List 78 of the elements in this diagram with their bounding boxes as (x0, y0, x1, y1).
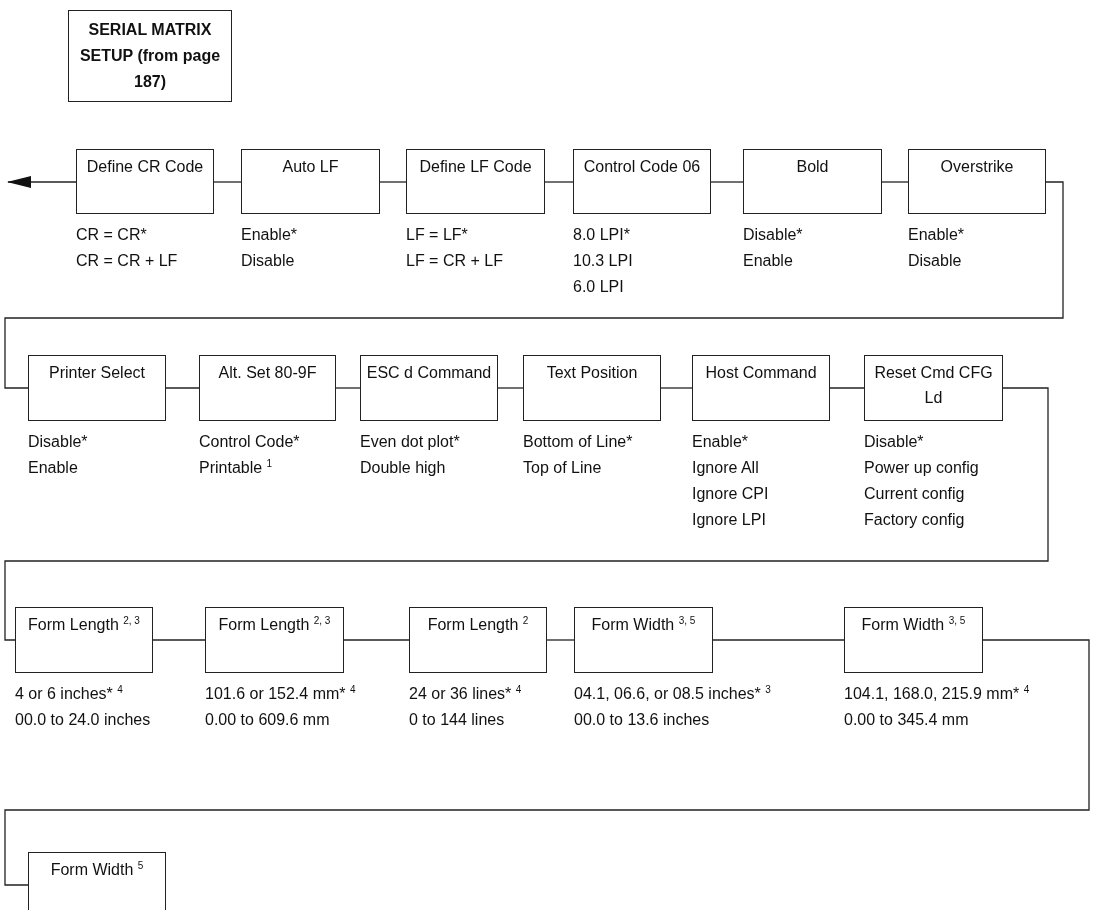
connector-line (710, 181, 744, 183)
option-text: 04.1, 06.6, or 08.5 inches* $^{3}$ (574, 683, 771, 704)
box-label: Form Length $^{2}$ (426, 614, 530, 635)
option-text: 10.3 LPI (573, 251, 633, 271)
connector-line (546, 639, 575, 641)
box-label: SERIAL MATRIX SETUP (from page 187) (78, 20, 222, 92)
connector-line (829, 387, 865, 389)
connector-line (712, 639, 845, 641)
option-text: LF = CR + LF (406, 251, 503, 271)
connector-line (213, 181, 242, 183)
option-text: Disable* (864, 432, 925, 452)
arrow (7, 176, 77, 188)
connector-line (4, 387, 1049, 641)
option-text: Bottom of Line* (523, 432, 633, 452)
option-text: Ignore CPI (692, 484, 769, 504)
box-label: Form Width $^{3, 5}$ (590, 614, 697, 635)
option-text: Disable (241, 251, 296, 271)
box-label: Form Width $^{3, 5}$ (860, 614, 967, 635)
option-text: Disable* (28, 432, 88, 452)
box-label: Text Position (545, 363, 639, 383)
menu-box (28, 852, 166, 910)
option-text: Enable* (908, 225, 965, 245)
option-text: 0 to 144 lines (409, 710, 506, 730)
option-text: 101.6 or 152.4 mm* $^{4}$ (205, 683, 356, 704)
option-text: Printable $^{1}$ (199, 457, 274, 478)
option-text: 8.0 LPI* (573, 225, 631, 245)
connector-line (152, 639, 206, 641)
box-label: Bold (795, 157, 830, 177)
connector-line (881, 181, 909, 183)
option-text: Enable (28, 458, 79, 478)
option-text: 00.0 to 13.6 inches (574, 710, 711, 730)
box-label: Reset Cmd CFG Ld (873, 363, 994, 408)
box-label: Auto LF (281, 157, 340, 177)
box-label: Form Length $^{2, 3}$ (27, 614, 141, 635)
box-label: Form Length $^{2, 3}$ (217, 614, 332, 635)
box-label: Form Width $^{5}$ (49, 859, 145, 880)
connector-line (343, 639, 410, 641)
option-text: CR = CR + LF (76, 251, 178, 271)
box-label: Printer Select (47, 363, 146, 383)
option-text: LF = LF* (406, 225, 469, 245)
box-label: Define LF Code (418, 157, 533, 177)
option-text: 24 or 36 lines* $^{4}$ (409, 683, 522, 704)
option-text: Ignore LPI (692, 510, 767, 530)
option-text: Enable (743, 251, 794, 271)
option-text: CR = CR* (76, 225, 148, 245)
box-label: Alt. Set 80-9F (217, 363, 318, 383)
box-label: ESC d Command (365, 363, 493, 383)
option-text: Current config (864, 484, 966, 504)
option-text: Enable* (692, 432, 750, 452)
box-label: Overstrike (939, 157, 1015, 177)
connector-line (4, 639, 1090, 886)
connector-line (544, 181, 574, 183)
box-label: Control Code 06 (582, 157, 702, 177)
option-text: 0.00 to 345.4 mm (844, 710, 970, 730)
connector-line (165, 387, 200, 389)
option-text: Disable* (743, 225, 803, 245)
connector-line (379, 181, 407, 183)
option-text: Power up config (864, 458, 979, 478)
connector-line (335, 387, 361, 389)
option-text: Even dot plot* (360, 432, 460, 452)
box-label: Host Command (704, 363, 818, 383)
option-text: Disable (908, 251, 963, 271)
connector-line (497, 387, 524, 389)
connector-line (4, 181, 1064, 389)
connector-line (660, 387, 693, 389)
option-text: 4 or 6 inches* $^{4}$ (15, 683, 124, 704)
option-text: Top of Line (523, 458, 603, 478)
heading-box (68, 10, 232, 102)
option-text: 0.00 to 609.6 mm (205, 710, 331, 730)
option-text: Double high (360, 458, 447, 478)
option-text: 6.0 LPI (573, 277, 625, 297)
option-text: Enable* (241, 225, 298, 245)
option-text: 00.0 to 24.0 inches (15, 710, 151, 730)
box-label: Define CR Code (85, 157, 205, 177)
option-text: Ignore All (692, 458, 760, 478)
option-text: 104.1, 168.0, 215.9 mm* $^{4}$ (844, 683, 1030, 704)
option-text: Factory config (864, 510, 966, 530)
option-text: Control Code* (199, 432, 300, 452)
